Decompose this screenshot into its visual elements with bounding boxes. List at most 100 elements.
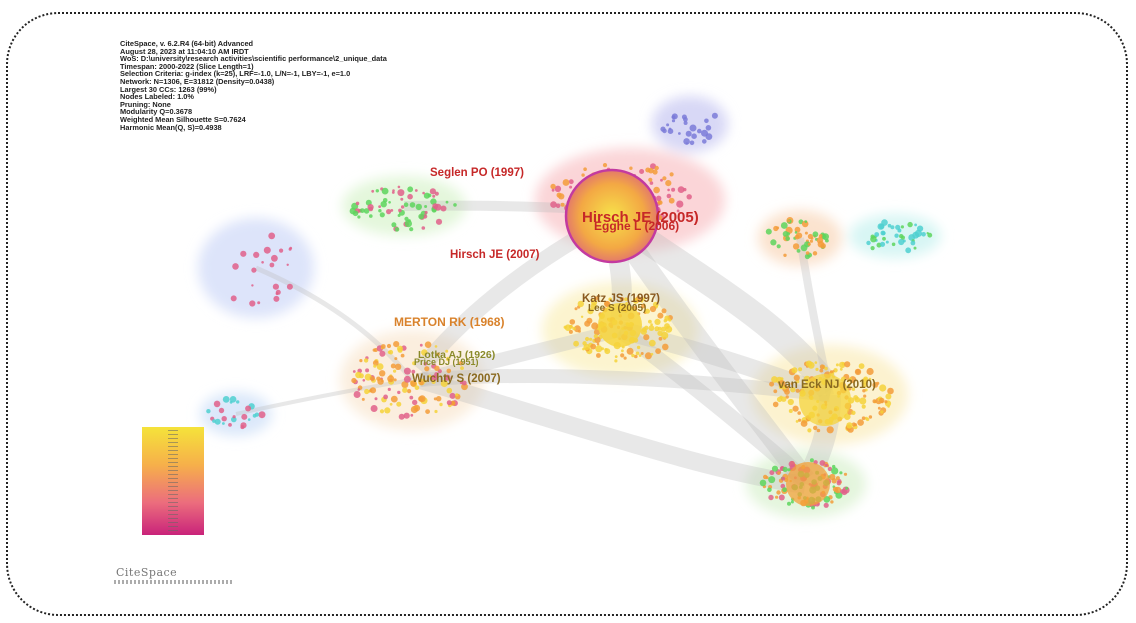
link-ribbons — [235, 200, 841, 494]
node-dot — [375, 189, 379, 193]
node-dot — [813, 425, 818, 431]
node-dot — [590, 343, 597, 350]
node-dot — [649, 181, 654, 185]
node-dot — [804, 231, 808, 235]
node-dot — [400, 205, 405, 209]
node-dot — [644, 308, 651, 314]
node-dot — [359, 208, 365, 214]
node-dot — [819, 368, 824, 373]
node-dot — [689, 140, 695, 146]
node-dot — [879, 241, 886, 247]
node-dot — [667, 188, 670, 192]
label-van-eck: van Eck NJ (2010) — [778, 379, 876, 391]
hub-node-bottom — [786, 462, 830, 506]
node-dot — [436, 396, 442, 402]
node-dot — [866, 240, 871, 246]
node-dot — [885, 240, 889, 244]
node-dot — [379, 409, 385, 414]
node-dot — [913, 246, 917, 250]
node-dot — [702, 139, 707, 144]
node-dot — [564, 324, 572, 332]
node-dot — [286, 283, 293, 290]
node-dot — [697, 128, 702, 134]
node-dot — [794, 231, 798, 234]
node-dot — [809, 458, 814, 463]
node-dot — [778, 494, 785, 501]
node-dot — [648, 167, 654, 174]
node-dot — [446, 368, 452, 374]
node-dot — [815, 367, 819, 371]
node-dot — [361, 397, 365, 401]
node-dot — [640, 352, 644, 355]
node-dot — [914, 229, 923, 237]
node-dot — [410, 380, 417, 387]
node-dot — [657, 200, 662, 205]
node-dot — [419, 343, 423, 347]
node-dot — [560, 202, 565, 207]
node-dot — [769, 470, 775, 476]
node-dot — [777, 471, 781, 475]
legend-tick-marks — [168, 430, 178, 532]
node-dot — [705, 125, 712, 131]
meta-line: Harmonic Mean(Q, S)=0.4938 — [120, 122, 222, 132]
node-dot — [370, 376, 375, 382]
node-dot — [782, 231, 789, 237]
node-dot — [412, 361, 417, 366]
node-dot — [792, 405, 799, 412]
node-dot — [253, 251, 260, 258]
node-dot — [865, 417, 870, 422]
node-dot — [900, 225, 905, 229]
node-dot — [589, 337, 593, 341]
node-dot — [691, 133, 697, 139]
node-dot — [460, 366, 464, 370]
meta-line: Selection Criteria: g-index (k=25), LRF=… — [120, 69, 351, 79]
node-dot — [667, 128, 674, 134]
node-dot — [819, 364, 825, 370]
node-dot — [403, 412, 410, 419]
node-dot — [550, 201, 557, 208]
node-dot — [654, 165, 659, 171]
node-dot — [402, 387, 408, 393]
node-dot — [241, 413, 248, 420]
node-dot — [585, 336, 590, 342]
node-dot — [643, 334, 650, 341]
node-dot — [450, 400, 455, 406]
node-dot — [587, 308, 594, 315]
node-dot — [626, 347, 634, 355]
node-dot — [430, 198, 437, 205]
node-dot — [373, 364, 377, 368]
node-dot — [662, 176, 667, 181]
meta-line: Largest 30 CCs: 1263 (99%) — [120, 84, 217, 94]
node-dot — [905, 247, 912, 254]
node-dot — [781, 396, 787, 402]
node-dot — [363, 208, 370, 214]
node-dot — [206, 409, 211, 414]
node-dot — [765, 228, 772, 235]
node-dot — [397, 185, 401, 189]
node-dot — [834, 486, 842, 494]
node-dot — [819, 460, 826, 466]
node-dot — [820, 243, 826, 249]
node-dot — [236, 400, 240, 404]
node-dot — [921, 232, 926, 237]
node-dot — [624, 297, 628, 302]
node-dot — [641, 327, 647, 333]
node-dot — [425, 409, 430, 414]
node-dot — [286, 263, 289, 266]
node-dot — [880, 410, 884, 414]
node-dot — [811, 505, 815, 510]
node-dot — [847, 383, 851, 387]
node-dot — [455, 393, 459, 397]
node-dot — [421, 226, 426, 230]
node-dot — [372, 360, 379, 366]
node-dot — [563, 325, 567, 329]
node-dot — [660, 178, 663, 182]
node-dot — [424, 366, 430, 372]
node-dot — [351, 377, 357, 384]
node-dot — [268, 232, 276, 240]
node-dot — [683, 138, 690, 145]
node-dot — [792, 243, 800, 250]
label-hirsch-2005: Hirsch JE (2005) — [582, 209, 699, 226]
node-dot — [654, 326, 660, 332]
